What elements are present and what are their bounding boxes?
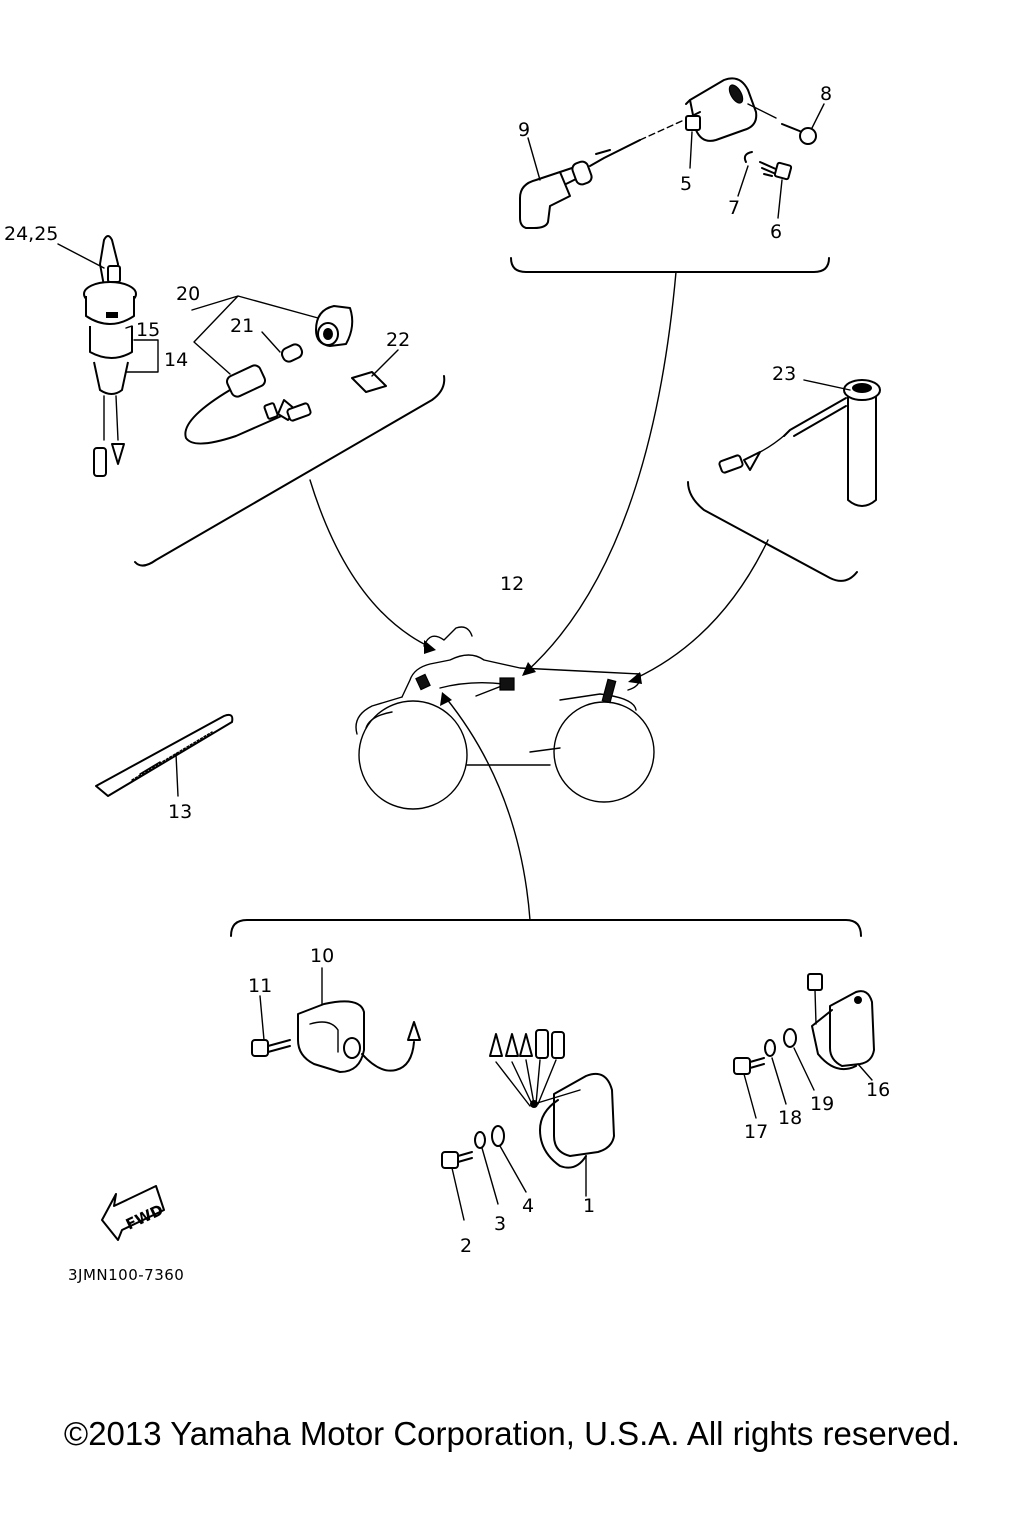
leader-24-25: [57, 243, 105, 269]
lead-wire-20: [184, 364, 312, 445]
drawing-code: 3JMN100-7360: [68, 1266, 184, 1284]
group-bracket-ignition-coil: [510, 257, 830, 273]
main-switch-14: [83, 281, 137, 477]
label-22: [351, 371, 387, 393]
arrowhead: [628, 672, 642, 684]
callout-24-25: 24,25: [4, 223, 58, 245]
cap-20: [315, 305, 354, 347]
leader-main-switch-group: [309, 479, 433, 649]
leader-9: [527, 137, 541, 181]
callout-9: 9: [518, 119, 530, 141]
callout-22: 22: [386, 329, 410, 351]
callout-21: 21: [230, 315, 254, 337]
callout-13: 13: [168, 801, 192, 823]
group-bracket-sensor: [687, 481, 858, 582]
coil-16: [807, 973, 875, 1070]
leader-14: [125, 339, 159, 373]
spark-plug-cap: [519, 139, 641, 229]
leader-17: [743, 1073, 757, 1119]
callout-10: 10: [310, 945, 334, 967]
ignition-coil: [639, 77, 758, 142]
leader-21: [261, 331, 281, 353]
leader-23: [803, 379, 851, 391]
leader-7: [737, 165, 749, 197]
leader-ignition-group: [525, 271, 677, 673]
leader-4: [499, 1145, 527, 1193]
leader-19: [793, 1047, 815, 1091]
leader-13: [175, 753, 179, 797]
callout-16: 16: [866, 1079, 890, 1101]
bolt-6: [759, 161, 793, 181]
arrowhead: [424, 640, 436, 654]
leader-8: [811, 103, 825, 129]
callout-11: 11: [248, 975, 272, 997]
leader-sensor-group: [631, 539, 769, 681]
washer-4: [491, 1125, 505, 1147]
washer-18: [764, 1039, 776, 1057]
callout-7: 7: [728, 197, 740, 219]
callout-2: 2: [460, 1235, 472, 1257]
key-24-25: [99, 235, 121, 287]
leader-18: [771, 1057, 787, 1105]
callout-20: 20: [176, 283, 200, 305]
washer-3: [474, 1131, 486, 1149]
bolt-17: [733, 1057, 765, 1075]
callout-4: 4: [522, 1195, 534, 1217]
arrowhead: [440, 692, 452, 706]
leader-22: [371, 349, 399, 377]
pin-21: [280, 343, 304, 363]
group-bracket-main-switch: [134, 375, 446, 567]
leader-16: [857, 1063, 873, 1081]
leader-5: [689, 131, 693, 169]
callout-17: 17: [744, 1121, 768, 1143]
leader-20: [191, 295, 319, 375]
bolt-2: [441, 1151, 473, 1169]
callout-5: 5: [680, 173, 692, 195]
group-bracket-cdi: [230, 919, 862, 937]
nut-8: [781, 123, 817, 145]
leader-3: [481, 1147, 499, 1205]
leader-cdi-group: [445, 697, 531, 921]
cdi-bracket-10: [297, 1000, 421, 1073]
callout-3: 3: [494, 1213, 506, 1235]
callout-23: 23: [772, 363, 796, 385]
callout-12: 12: [500, 573, 524, 595]
leader-2: [451, 1167, 465, 1221]
callout-18: 18: [778, 1107, 802, 1129]
copyright-notice: ©2013 Yamaha Motor Corporation, U.S.A. A…: [63, 1415, 961, 1452]
callout-19: 19: [810, 1093, 834, 1115]
callout-14: 14: [164, 349, 188, 371]
callout-1: 1: [583, 1195, 595, 1217]
callout-15: 15: [136, 319, 160, 341]
callout-8: 8: [820, 83, 832, 105]
band-13: [95, 713, 234, 797]
callout-6: 6: [770, 221, 782, 243]
leader-15: [125, 325, 133, 329]
atv-outline: [355, 626, 655, 810]
leader-11: [259, 995, 265, 1041]
washer-7: [743, 151, 753, 163]
bolt-11: [251, 1039, 291, 1057]
washer-19: [783, 1028, 797, 1048]
sensor-23: [718, 379, 881, 507]
leader-coil-dash: [747, 103, 777, 119]
leader-6: [777, 179, 783, 219]
cdi-unit-1: [489, 1029, 615, 1169]
fwd-arrow: FWD: [101, 1185, 166, 1241]
